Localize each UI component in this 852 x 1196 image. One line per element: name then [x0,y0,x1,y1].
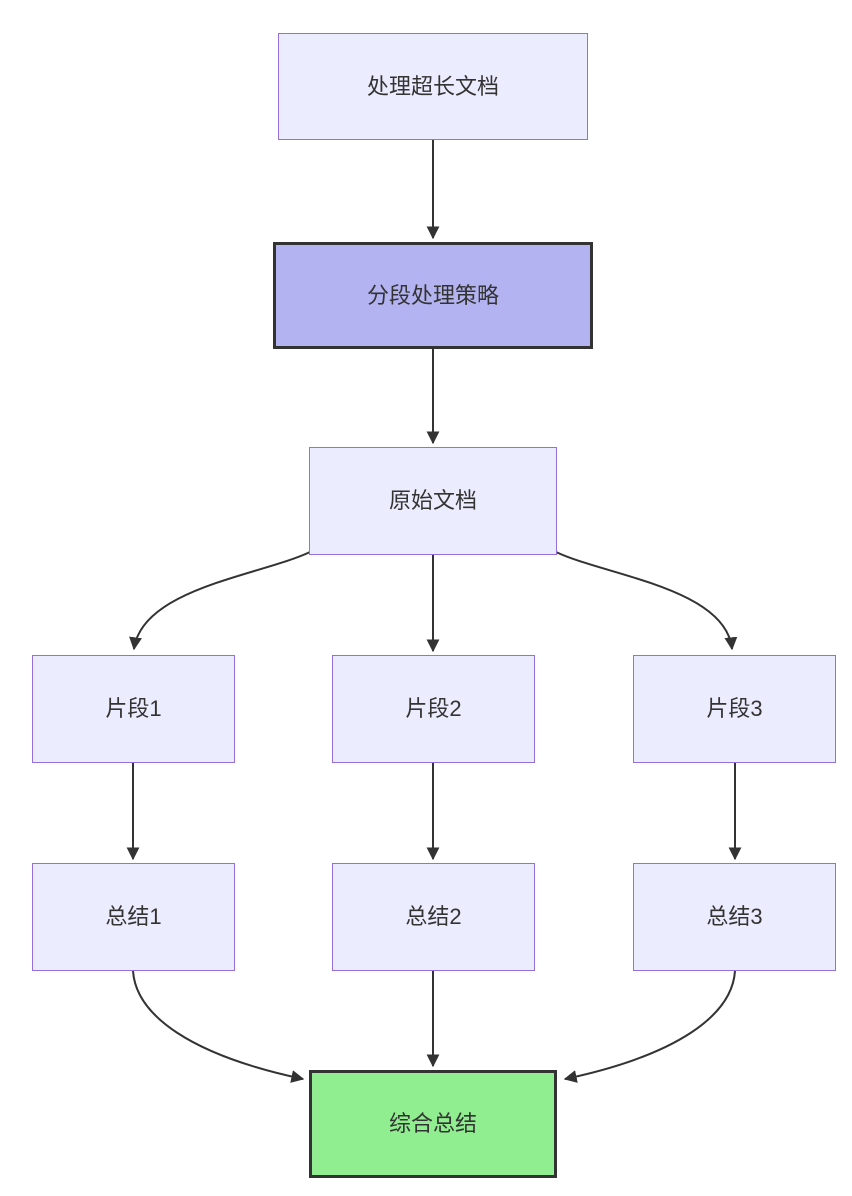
node-label: 分段处理策略 [366,282,499,308]
node-fragment-1: 片段1 [32,655,235,763]
node-fragment-2: 片段2 [332,655,535,763]
node-label: 片段3 [706,696,763,721]
node-original-document: 原始文档 [309,447,557,555]
node-final-summary: 综合总结 [309,1070,557,1178]
node-process-long-doc: 处理超长文档 [278,33,588,140]
node-label: 原始文档 [388,488,477,513]
node-summary-2: 总结2 [332,863,535,971]
node-label: 总结2 [405,904,462,929]
node-summary-1: 总结1 [32,863,235,971]
node-segmentation-strategy: 分段处理策略 [273,242,593,349]
edge-c-d1 [129,551,311,651]
node-label: 片段2 [405,696,462,721]
edge-e3-f [563,970,736,1083]
node-label: 片段1 [105,696,162,721]
node-label: 总结3 [706,904,763,929]
edge-e1-f [132,970,305,1083]
edge-c-d3 [555,551,738,651]
node-fragment-3: 片段3 [633,655,836,763]
node-label: 综合总结 [388,1111,477,1136]
node-label: 处理超长文档 [366,73,499,99]
node-summary-3: 总结3 [633,863,836,971]
node-label: 总结1 [105,904,162,929]
